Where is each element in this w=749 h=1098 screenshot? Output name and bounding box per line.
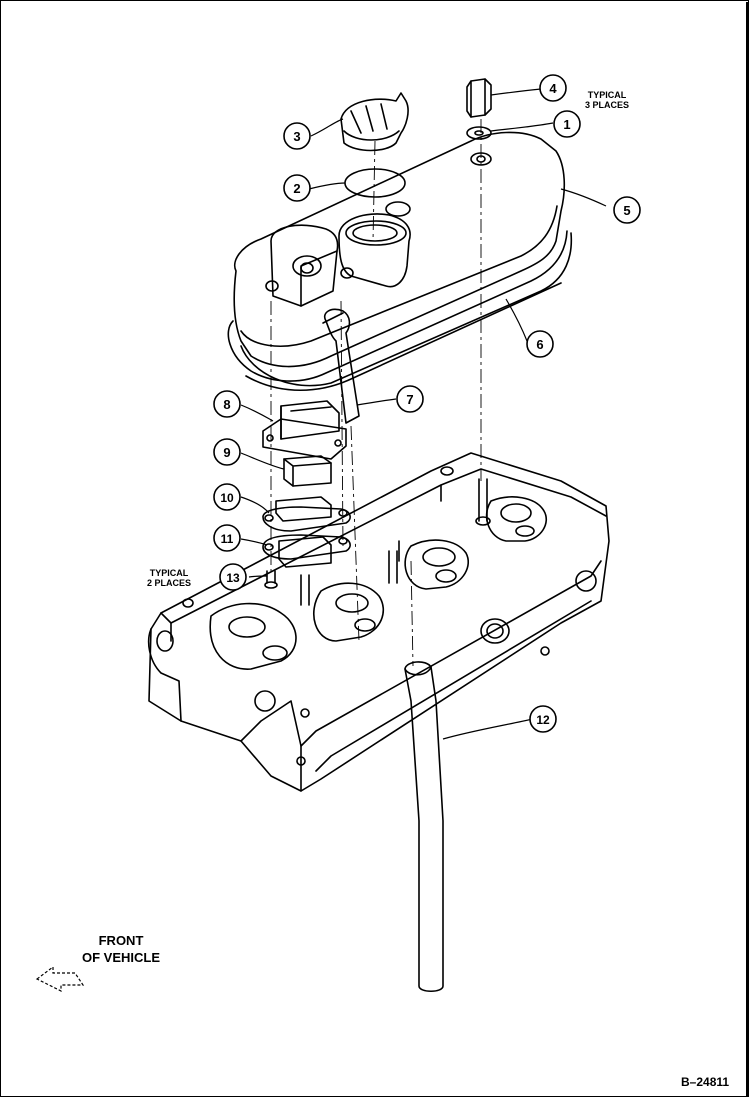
callout-3-label: 3 xyxy=(293,129,300,144)
valve-cover xyxy=(227,131,573,387)
leader-lines xyxy=(240,88,607,740)
callout-7-label: 7 xyxy=(406,392,413,407)
breather-gasket xyxy=(262,496,351,532)
front-line1: FRONT xyxy=(98,933,144,948)
callout-5-label: 5 xyxy=(623,203,630,218)
callout-4: 4 xyxy=(539,74,567,102)
o-ring xyxy=(344,168,406,198)
callout-7: 7 xyxy=(396,385,424,413)
cover-gasket xyxy=(245,282,562,391)
typical-3-places-note: TYPICAL 3 PLACES xyxy=(579,90,635,110)
oil-filler-cap xyxy=(340,92,409,152)
callout-13: 13 xyxy=(219,563,247,591)
callout-6: 6 xyxy=(526,330,554,358)
breather-element xyxy=(283,455,332,487)
typical-3-line2: 3 PLACES xyxy=(584,100,629,110)
callout-4-label: 4 xyxy=(549,81,557,96)
callout-9: 9 xyxy=(213,438,241,466)
callout-1: 1 xyxy=(553,110,581,138)
figure-number: B–24811 xyxy=(681,1075,730,1089)
callout-11: 11 xyxy=(213,524,241,552)
callout-8-label: 8 xyxy=(223,397,230,412)
callout-10: 10 xyxy=(213,483,241,511)
callout-1-label: 1 xyxy=(563,117,570,132)
front-of-vehicle-label: FRONT OF VEHICLE xyxy=(71,932,171,966)
front-direction-arrow xyxy=(35,965,85,992)
callout-6-label: 6 xyxy=(536,337,543,352)
breather-cover xyxy=(262,400,347,460)
callout-5: 5 xyxy=(613,196,641,224)
typical-2-places-note: TYPICAL 2 PLACES xyxy=(141,568,197,588)
screw xyxy=(264,570,278,589)
typical-2-line2: 2 PLACES xyxy=(146,578,191,588)
callout-12-label: 12 xyxy=(536,713,550,727)
callout-11-label: 11 xyxy=(221,532,234,546)
cylinder-head xyxy=(147,452,610,792)
callout-8: 8 xyxy=(213,390,241,418)
cover-nut xyxy=(466,78,492,118)
typical-2-line1: TYPICAL xyxy=(149,568,189,578)
callout-13-label: 13 xyxy=(226,571,240,585)
callout-2: 2 xyxy=(283,174,311,202)
washer xyxy=(466,126,492,140)
typical-3-line1: TYPICAL xyxy=(587,90,627,100)
breather-base xyxy=(262,534,351,568)
breather-hose xyxy=(322,308,360,424)
alignment-lines xyxy=(270,119,482,667)
callout-3: 3 xyxy=(283,122,311,150)
callout-9-label: 9 xyxy=(223,445,230,460)
callout-12: 12 xyxy=(529,705,557,733)
callout-2-label: 2 xyxy=(293,181,300,196)
front-line2: OF VEHICLE xyxy=(81,950,160,965)
drain-hose xyxy=(404,661,444,993)
callout-markers: 1 2 3 4 5 6 7 8 xyxy=(213,74,641,733)
callout-10-label: 10 xyxy=(220,491,234,505)
